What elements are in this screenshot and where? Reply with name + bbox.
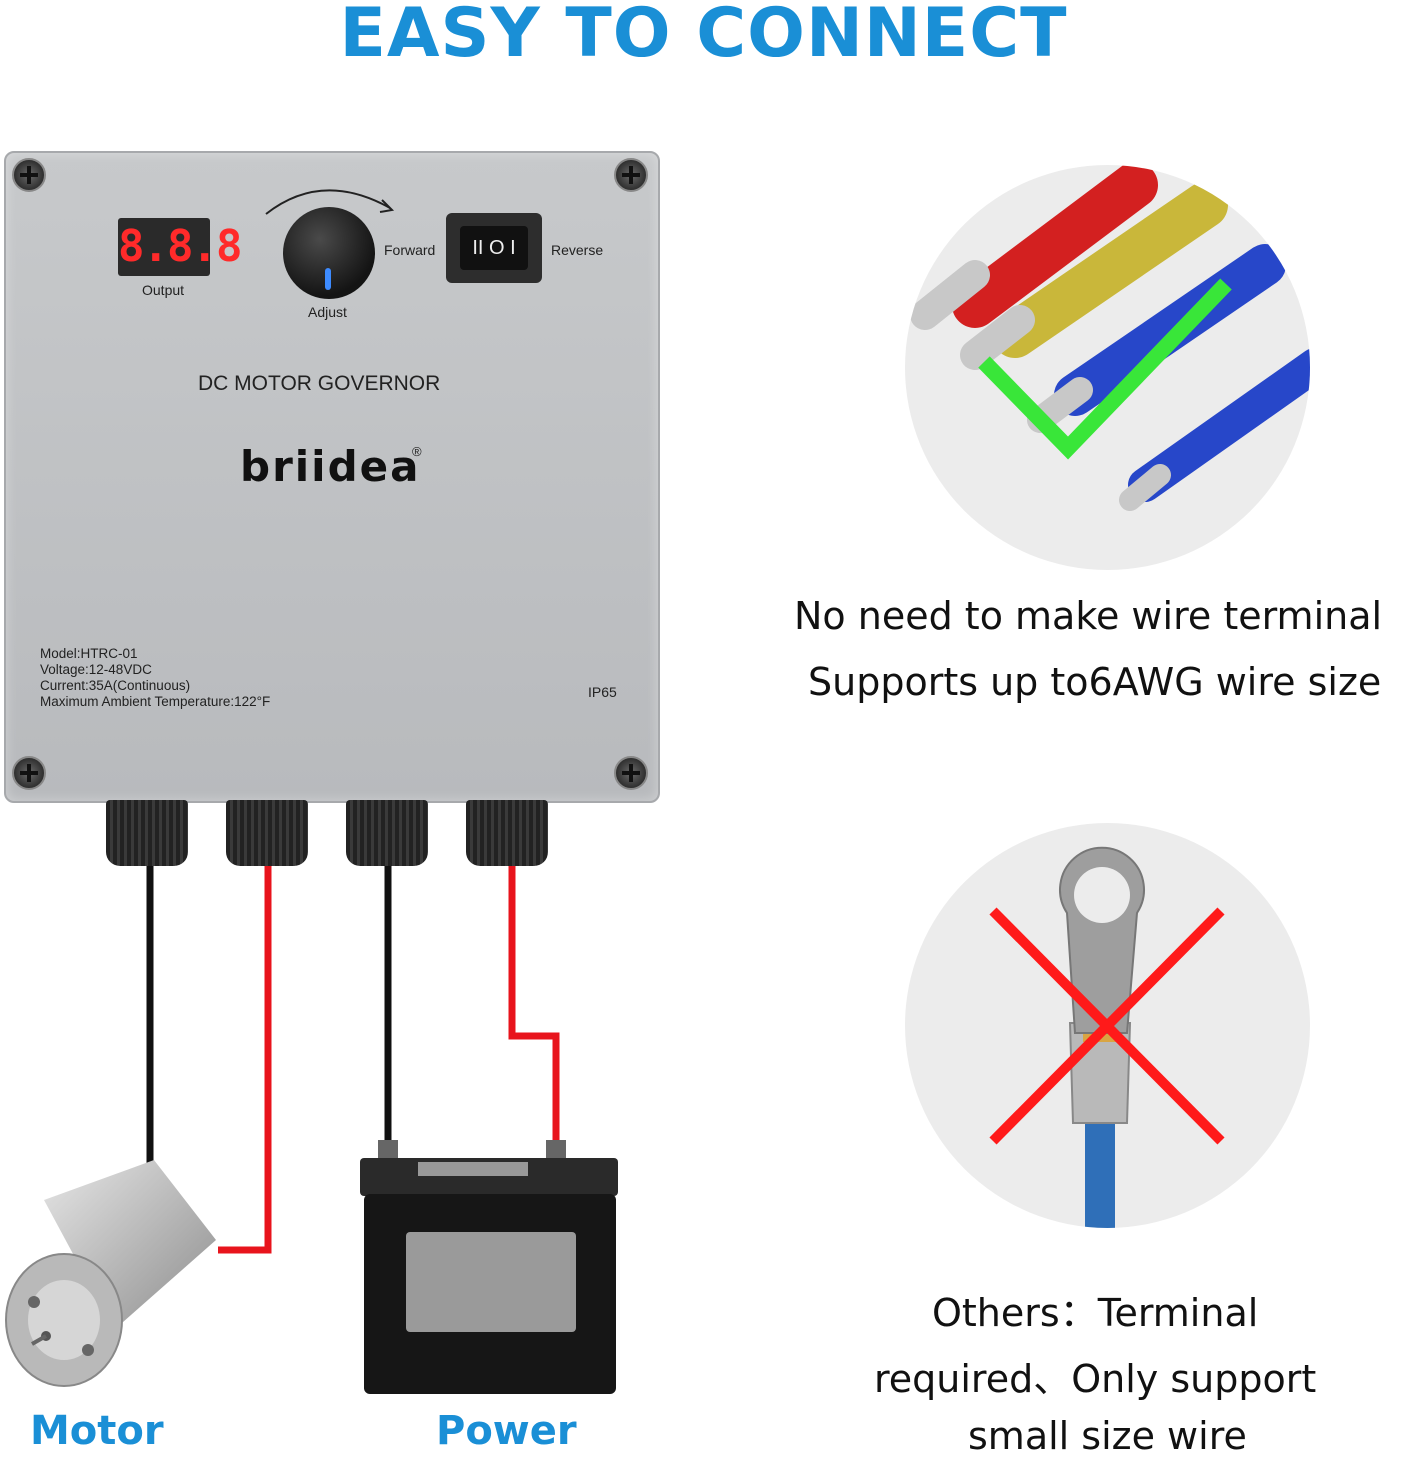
spec-model: Model:HTRC-01 (40, 646, 138, 661)
bad-caption-line3: small size wire (968, 1414, 1247, 1458)
battery-red-wire (508, 860, 560, 1150)
cable-gland (226, 800, 308, 866)
screw-icon (614, 756, 648, 790)
bad-caption-line2: required、Only support (874, 1357, 1317, 1401)
screw-icon (614, 158, 648, 192)
rotation-arrow-icon (265, 189, 395, 215)
cross-icon (989, 907, 1225, 1145)
switch-symbol: II O I (460, 226, 528, 270)
screw-icon (12, 158, 46, 192)
forward-label: Forward (384, 242, 436, 258)
spec-list: Model:HTRC-01 Voltage:12-48VDC Current:3… (40, 646, 270, 710)
cable-gland (106, 800, 188, 866)
power-label: Power (436, 1408, 577, 1454)
motor-label: Motor (30, 1408, 164, 1454)
motor-icon (5, 1160, 216, 1387)
cable-gland (466, 800, 548, 866)
motor-red-wire (218, 860, 272, 1254)
led-display: 8.8.8 (118, 218, 242, 276)
ip-rating: IP65 (588, 684, 617, 700)
screw-icon (12, 756, 46, 790)
registered-mark: ® (412, 444, 422, 459)
checkmark-icon (978, 278, 1232, 460)
cable-gland (346, 800, 428, 866)
page-headline: EASY TO CONNECT (339, 0, 1068, 73)
bare-wires-image (905, 165, 1310, 570)
spec-current: Current:35A(Continuous) (40, 678, 191, 693)
knob-indicator (325, 268, 331, 290)
spec-temperature: Maximum Ambient Temperature:122°F (40, 694, 271, 709)
adjust-label: Adjust (308, 304, 347, 320)
good-caption-line1: No need to make wire terminal (794, 594, 1383, 638)
reverse-label: Reverse (551, 242, 604, 258)
bad-caption-line1: Others：Terminal (932, 1291, 1259, 1335)
battery-icon (360, 1140, 618, 1394)
brand-logo: briidea (240, 442, 421, 491)
device-title: DC MOTOR GOVERNOR (198, 372, 441, 395)
spec-voltage: Voltage:12-48VDC (40, 662, 152, 677)
output-label: Output (142, 282, 185, 298)
good-caption-line2: Supports up to6AWG wire size (808, 660, 1382, 704)
